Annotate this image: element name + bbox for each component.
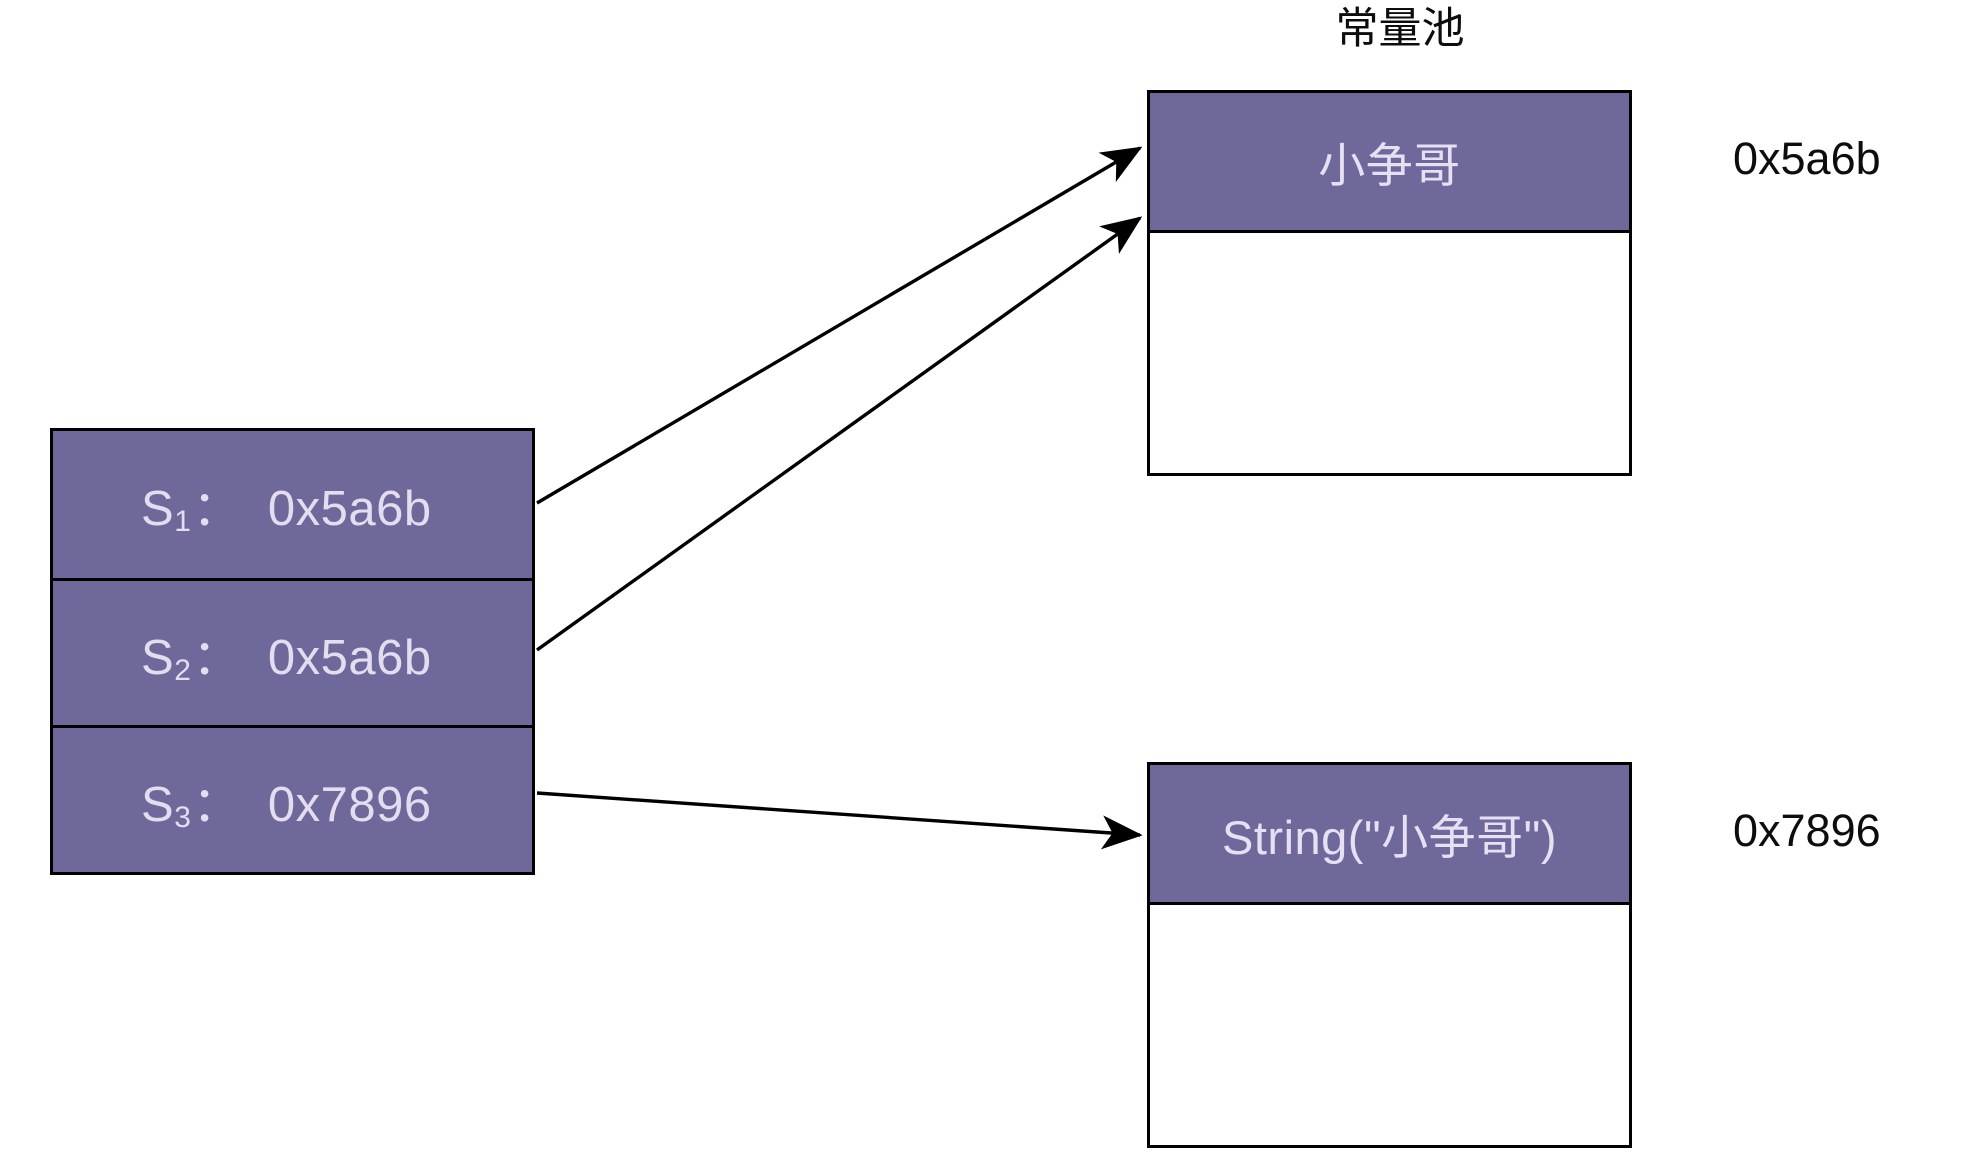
variable-separator-s2: ：: [192, 630, 242, 685]
pool-entry-address-0: 0x5a6b: [1733, 133, 1881, 184]
arrow-s1-to-pool-entry-0: [536, 146, 1143, 505]
pool-entry-label-1: String("小争哥"): [1222, 811, 1557, 864]
variable-separator-s1: ：: [192, 482, 242, 536]
variable-row-s1: S1： 0x5a6b: [53, 431, 532, 578]
pool-entry-address-1: 0x7896: [1733, 805, 1881, 856]
pool-entry-box-0: 小争哥: [1147, 90, 1632, 476]
variable-name-s3: S: [141, 777, 175, 832]
variable-name-s2: S: [141, 630, 175, 685]
variable-subscript-s3: 3: [174, 800, 192, 834]
variable-subscript-s2: 2: [174, 653, 192, 687]
pool-entry-box-1: String("小争哥"): [1147, 762, 1632, 1148]
variable-value-s2: 0x5a6b: [267, 630, 432, 685]
pool-title: 常量池: [1335, 5, 1465, 53]
variable-separator-s3: ：: [192, 777, 242, 832]
variable-name-s1: S: [141, 482, 175, 536]
arrow-s3-to-pool-entry-1: [536, 791, 1143, 850]
pool-entry-header-0: 小争哥: [1150, 93, 1629, 233]
variable-row-s3: S3： 0x7896: [53, 725, 532, 872]
pool-entry-label-0: 小争哥: [1318, 139, 1461, 192]
pool-entry-body-0: [1150, 233, 1629, 473]
pool-entry-header-1: String("小争哥"): [1150, 765, 1629, 905]
variable-value-s3: 0x7896: [267, 777, 432, 832]
variable-label-s2: S2： 0x5a6b: [53, 618, 432, 689]
variable-label-s1: S1： 0x5a6b: [53, 469, 432, 540]
arrow-s2-to-pool-entry-0: [536, 216, 1143, 652]
variable-row-s2: S2： 0x5a6b: [53, 578, 532, 725]
variable-label-s3: S3： 0x7896: [53, 765, 432, 836]
pool-entry-body-1: [1150, 905, 1629, 1145]
variable-subscript-s1: 1: [174, 505, 192, 538]
variable-value-s1: 0x5a6b: [267, 482, 432, 536]
variable-stack: S1：0x5a6b S2：0x5a6b S3：0x7896: [50, 428, 535, 875]
